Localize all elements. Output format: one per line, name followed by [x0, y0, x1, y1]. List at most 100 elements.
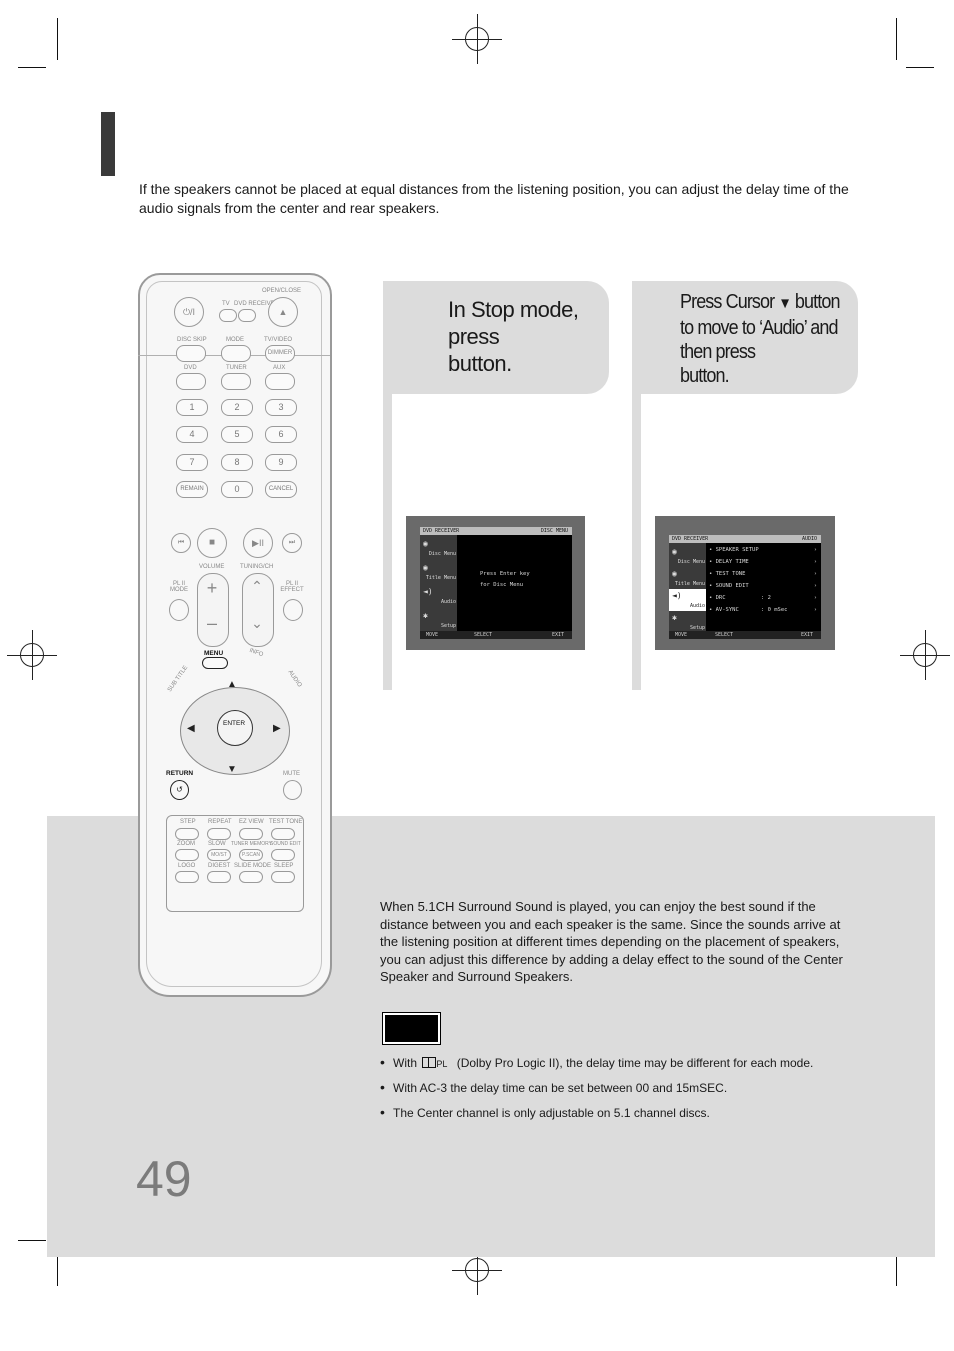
screen-2-row-label: TEST TONE	[715, 571, 746, 577]
number-9-button[interactable]: 9	[265, 454, 297, 471]
remain-button[interactable]: REMAIN	[176, 481, 208, 498]
step-2-line: Press Cursor ▼ button	[680, 290, 869, 316]
dvd-button[interactable]	[176, 373, 206, 390]
number-5-button[interactable]: 5	[221, 426, 253, 443]
screen-2-header-right: AUDIO	[801, 536, 817, 542]
test-tone-button[interactable]	[271, 828, 295, 840]
return-label: RETURN	[166, 770, 194, 777]
dolby-double-d-icon	[422, 1057, 437, 1068]
sleep-button[interactable]	[271, 871, 295, 883]
play-pause-button[interactable]: ▶II	[243, 528, 273, 558]
tuner-button[interactable]	[221, 373, 251, 390]
screen-2-audio-item: ◄)Audio	[669, 589, 706, 611]
crop-mark	[896, 18, 897, 60]
menu-button[interactable]	[202, 657, 228, 669]
screen-2-row: • DRC: 2›	[709, 595, 817, 601]
number-2-button[interactable]: 2	[221, 399, 253, 416]
dvd-label: DVD	[184, 365, 197, 371]
ez-view-button[interactable]	[239, 828, 263, 840]
crop-mark	[906, 67, 934, 68]
step-button[interactable]	[175, 828, 199, 840]
cursor-right-icon[interactable]: ▶	[273, 723, 281, 734]
remote-control-inner	[146, 281, 322, 987]
crop-mark	[18, 1240, 46, 1241]
slide-mode-button[interactable]	[239, 871, 263, 883]
step-1-header	[383, 281, 609, 394]
registration-mark	[7, 630, 57, 680]
skip-back-button[interactable]: ⏮	[171, 533, 191, 553]
speaker-icon: ◄)	[423, 587, 433, 596]
screen-1-footer-select: SELECT	[474, 632, 493, 638]
chevron-right-icon: ›	[813, 547, 817, 553]
screen-1-audio-item: ◄) Audio	[420, 585, 457, 607]
slow-button[interactable]: MO/ST	[207, 849, 231, 861]
dimmer-button[interactable]: DIMMER	[265, 345, 295, 362]
mode-label: MODE	[226, 337, 244, 343]
chevron-right-icon: ›	[813, 595, 817, 601]
number-8-button[interactable]: 8	[221, 454, 253, 471]
screen-2-side-label: Title Menu	[674, 581, 705, 587]
sound-edit-label: SOUND EDIT	[270, 841, 301, 847]
mode-button[interactable]	[221, 345, 251, 362]
screen-2-side-label: Audio	[689, 603, 705, 609]
zoom-button[interactable]	[175, 849, 199, 861]
disc-skip-label: DISC SKIP	[177, 337, 207, 343]
tuning-up-icon: ⌃	[251, 578, 263, 594]
disc-icon: ◉	[423, 539, 428, 548]
screen-2-footer-move: MOVE	[675, 632, 688, 638]
tuner-memory-button[interactable]: P.SCAN	[239, 849, 263, 861]
enter-button[interactable]	[217, 710, 253, 746]
cursor-up-icon[interactable]: ▲	[227, 679, 237, 690]
screen-2-setup-item: ✱Setup	[669, 611, 706, 633]
volume-rocker[interactable]	[197, 573, 229, 647]
number-7-button[interactable]: 7	[176, 454, 208, 471]
dvd-mode-button[interactable]	[238, 309, 256, 322]
screen-2-row: • AV-SYNC: 0 mSec›	[709, 607, 817, 613]
disc-skip-button[interactable]	[176, 345, 206, 362]
enter-label: ENTER	[223, 720, 246, 727]
screen-1-message-line: Press Enter key	[480, 571, 530, 577]
power-button[interactable]: ⏻/I	[174, 297, 204, 327]
note-item: With AC-3 the delay time can be set betw…	[380, 1078, 860, 1104]
logo-button[interactable]	[175, 871, 199, 883]
screen-1-setup-item: ✱Setup	[420, 609, 457, 631]
pl2-mode-button[interactable]	[169, 599, 189, 621]
number-1-button[interactable]: 1	[176, 399, 208, 416]
note-text: With	[393, 1056, 417, 1070]
number-3-button[interactable]: 3	[265, 399, 297, 416]
return-button[interactable]: ↺	[170, 780, 189, 800]
screen-1-disc-menu-item: ◉Disc Menu	[420, 537, 457, 559]
registration-mark	[900, 630, 950, 680]
tv-mode-button[interactable]	[219, 309, 237, 322]
slow-label: SLOW	[208, 841, 226, 847]
mute-label: MUTE	[283, 771, 300, 777]
number-4-button[interactable]: 4	[176, 426, 208, 443]
note-item: With PL (Dolby Pro Logic II), the delay …	[380, 1053, 860, 1079]
repeat-button[interactable]	[207, 828, 231, 840]
pl2-effect-label: PL II EFFECT	[280, 581, 304, 593]
screen-2-footer: MOVE SELECT EXIT	[669, 631, 821, 639]
digest-button[interactable]	[207, 871, 231, 883]
eject-button[interactable]: ▲	[268, 297, 298, 327]
step-2-line: then press	[680, 341, 756, 363]
sound-edit-button[interactable]	[271, 849, 295, 861]
number-6-button[interactable]: 6	[265, 426, 297, 443]
skip-forward-button[interactable]: ⏭	[282, 533, 302, 553]
aux-button[interactable]	[265, 373, 295, 390]
step-1-line: button.	[448, 351, 512, 376]
step-1-line: press	[448, 324, 500, 349]
number-0-button[interactable]: 0	[221, 481, 253, 498]
screen-2-row-label: SOUND EDIT	[715, 583, 749, 589]
cancel-button[interactable]: CANCEL	[265, 481, 297, 498]
pl2-effect-button[interactable]	[283, 599, 303, 621]
gear-icon: ✱	[423, 611, 428, 620]
screen-1-side-label: Audio	[440, 599, 456, 605]
screen-1-sidebar: ◉Disc Menu ◉Title Menu ◄)Audio ✱Setup	[420, 535, 457, 631]
stop-button[interactable]: ■	[197, 528, 227, 558]
tuning-rocker[interactable]	[242, 573, 274, 647]
section-title-bar	[101, 112, 115, 176]
cursor-left-icon[interactable]: ◀	[187, 723, 195, 734]
screen-2-title-menu-item: ◉Title Menu	[669, 567, 706, 589]
mute-button[interactable]	[283, 780, 302, 800]
cursor-down-icon[interactable]: ▼	[227, 764, 237, 775]
